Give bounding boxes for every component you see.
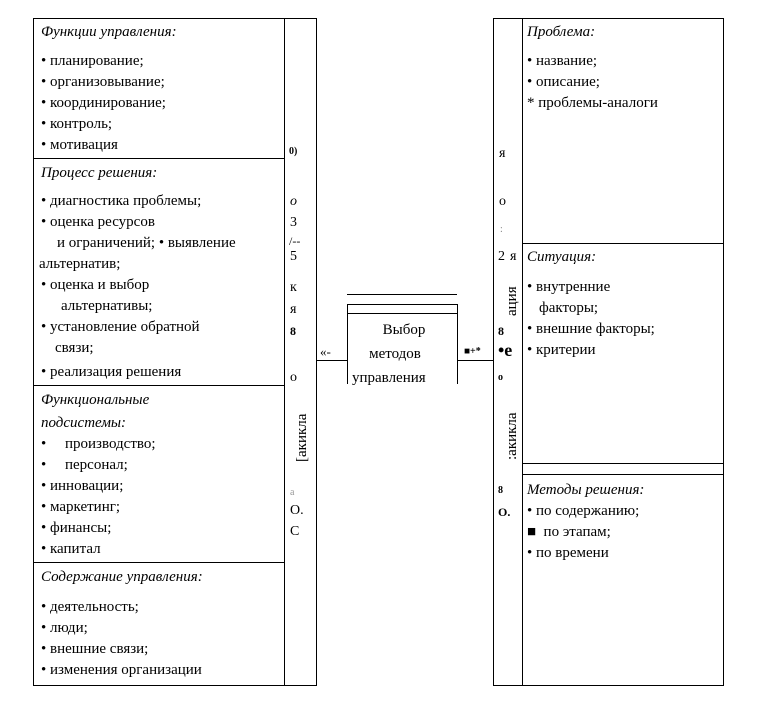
problem-title: Проблема: bbox=[527, 24, 596, 40]
left-strip-divider bbox=[284, 18, 285, 686]
left-panel bbox=[33, 18, 317, 686]
list-item: • люди; bbox=[41, 620, 88, 636]
strip-mark: /-- bbox=[289, 234, 301, 248]
list-item: и ограничений; • выявление bbox=[57, 235, 236, 251]
list-item: • организовывание; bbox=[41, 74, 165, 90]
list-item: факторы; bbox=[539, 300, 599, 316]
center-box bbox=[347, 304, 458, 384]
strip-mark: к bbox=[290, 280, 297, 295]
strip-mark: 3 bbox=[290, 215, 297, 230]
list-item: • оценка ресурсов bbox=[41, 214, 155, 230]
list-item: • персонал; bbox=[41, 457, 128, 473]
list-item: • внешние факторы; bbox=[527, 321, 655, 337]
problem-section: Проблема: • название; • описание; * проб… bbox=[527, 22, 658, 114]
left-divider-1 bbox=[33, 158, 284, 159]
left-connector bbox=[317, 360, 347, 361]
situation-section: Ситуация: • внутренние факторы; • внешни… bbox=[527, 247, 655, 361]
strip-mark: я bbox=[499, 146, 506, 161]
list-item: • оценка и выбор bbox=[41, 277, 150, 293]
list-item: • мотивация bbox=[41, 137, 118, 153]
strip-mark: 0) bbox=[289, 146, 298, 157]
strip-mark: 8 bbox=[498, 485, 503, 496]
content-section: Содержание управления: • деятельность; •… bbox=[41, 567, 203, 681]
list-item: • по содержанию; bbox=[527, 503, 640, 519]
list-item: • диагностика проблемы; bbox=[41, 193, 202, 209]
strip-mark: о bbox=[290, 370, 297, 385]
list-item: альтернативы; bbox=[61, 298, 153, 314]
list-item: • финансы; bbox=[41, 520, 112, 536]
left-divider-3 bbox=[33, 562, 284, 563]
list-item: • критерии bbox=[527, 342, 596, 358]
strip-mark: а bbox=[290, 487, 295, 498]
list-item: • описание; bbox=[527, 74, 600, 90]
methods-section: Методы решения: • по содержанию; ■ по эт… bbox=[527, 480, 644, 564]
right-strip-vertical-top: ация bbox=[504, 286, 520, 316]
center-label-line: методов bbox=[369, 346, 421, 362]
center-inner-line bbox=[347, 313, 458, 314]
left-arrow-label: «- bbox=[320, 344, 331, 359]
subsystems-title-2: подсистемы: bbox=[41, 415, 127, 431]
strip-mark: О. bbox=[498, 505, 511, 519]
strip-mark: о bbox=[499, 194, 506, 209]
situation-title: Ситуация: bbox=[527, 249, 597, 265]
list-item: • планирование; bbox=[41, 53, 144, 69]
right-panel bbox=[493, 18, 724, 686]
right-strip-vertical-bottom: :акикла bbox=[504, 412, 520, 460]
list-item: • маркетинг; bbox=[41, 499, 121, 515]
list-item: * проблемы-аналоги bbox=[527, 95, 658, 111]
strip-mark: 5 bbox=[290, 249, 297, 264]
center-label-line: управления bbox=[352, 370, 426, 386]
functions-title: Функции управления: bbox=[41, 24, 177, 40]
subsystems-title: Функциональные bbox=[41, 392, 150, 408]
content-title: Содержание управления: bbox=[41, 569, 203, 585]
list-item: • инновации; bbox=[41, 478, 124, 494]
strip-mark: 2 bbox=[498, 249, 505, 264]
list-item: • деятельность; bbox=[41, 599, 139, 615]
strip-mark: о bbox=[290, 194, 297, 209]
list-item: альтернатив; bbox=[39, 256, 121, 272]
list-item: • название; bbox=[527, 53, 598, 69]
list-item: • контроль; bbox=[41, 116, 113, 132]
right-connector bbox=[458, 360, 493, 361]
right-arrow-label: ■+* bbox=[464, 346, 481, 357]
left-strip-vertical: [акикла bbox=[294, 413, 310, 462]
strip-mark: О. bbox=[290, 503, 304, 518]
strip-mark: о bbox=[498, 372, 503, 383]
list-item: • установление обратной bbox=[41, 319, 200, 335]
list-item: • по времени bbox=[527, 545, 609, 561]
list-item: связи; bbox=[55, 340, 94, 356]
strip-mark: С bbox=[290, 524, 300, 539]
list-item: • реализация решения bbox=[41, 364, 182, 380]
list-item: • внутренние bbox=[527, 279, 611, 295]
list-item: • внешние связи; bbox=[41, 641, 149, 657]
right-strip-divider bbox=[522, 18, 523, 686]
functions-section: Функции управления: • планирование; • ор… bbox=[41, 22, 177, 156]
strip-mark: •е bbox=[498, 340, 513, 360]
right-divider-1 bbox=[522, 243, 724, 244]
list-item: ■ по этапам; bbox=[527, 524, 611, 540]
right-divider-3 bbox=[522, 474, 724, 475]
center-label: Выбор методов управления bbox=[340, 318, 450, 390]
right-divider-2 bbox=[522, 463, 724, 464]
list-item: • производство; bbox=[41, 436, 156, 452]
list-item: • изменения организации bbox=[41, 662, 202, 678]
center-top-line bbox=[347, 294, 457, 295]
process-title: Процесс решения: bbox=[41, 165, 158, 181]
methods-title: Методы решения: bbox=[527, 482, 645, 498]
strip-mark: : bbox=[500, 224, 503, 235]
list-item: • капитал bbox=[41, 541, 101, 557]
strip-mark: я bbox=[290, 302, 297, 317]
strip-mark: 8 bbox=[290, 324, 296, 338]
list-item: • координирование; bbox=[41, 95, 166, 111]
process-section: Процесс решения: • диагностика проблемы;… bbox=[39, 163, 236, 383]
center-label-line: Выбор bbox=[382, 322, 426, 338]
strip-mark: я bbox=[510, 249, 517, 264]
strip-mark: 8 bbox=[498, 324, 504, 338]
subsystems-section: Функциональные подсистемы: • производств… bbox=[41, 390, 156, 560]
left-divider-2 bbox=[33, 385, 284, 386]
